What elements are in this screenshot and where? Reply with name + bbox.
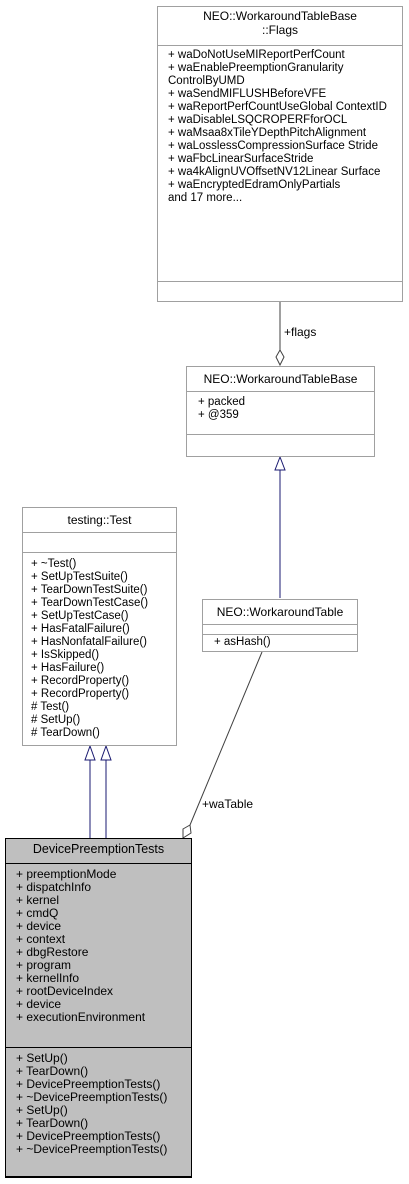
class-methods-workaround-table: + asHash() (203, 635, 357, 651)
method-item: + IsSkipped() (31, 649, 100, 661)
class-title-device-preemption-tests: DevicePreemptionTests (6, 839, 191, 864)
attribute-item: + context (16, 932, 66, 946)
attribute-item: + dispatchInfo (16, 880, 92, 894)
dpt-inheritance-arrow-2 (100, 744, 112, 761)
attribute-item: + waEnablePreemptionGranularity ControlB… (168, 62, 344, 87)
class-attributes-flags: + waDoNotUseMIReportPerfCount + waEnable… (158, 46, 402, 282)
class-title-line: ::Flags (261, 23, 298, 37)
attribute-item: + cmdQ (16, 906, 59, 920)
attribute-item: + device (16, 997, 62, 1011)
class-title-workaround-table-base: NEO::WorkaroundTableBase (187, 367, 374, 392)
attribute-item: + waSendMIFLUSHBeforeVFE (168, 88, 327, 100)
method-item: + HasNonfatalFailure() (31, 636, 148, 648)
attribute-item: + kernelInfo (16, 971, 80, 985)
flags-edge-label: +flags (284, 325, 317, 339)
dpt-inheritance-arrow-1 (84, 744, 96, 761)
watable-edge-label: +waTable (202, 797, 254, 811)
method-item: + TearDownTestCase() (31, 597, 149, 609)
method-item: # SetUp() (31, 714, 81, 726)
class-title-testing-test: testing::Test (23, 508, 176, 533)
attribute-item: + device (16, 919, 62, 933)
method-item: + TearDown() (16, 1116, 89, 1130)
attribute-item: + wa4kAlignUVOffsetNV12Linear Surface (168, 166, 381, 178)
method-item: + SetUpTestSuite() (31, 571, 128, 583)
watable-association-line (189, 651, 263, 826)
attribute-item: + waMsaa8xTileYDepthPitchAlignment (168, 127, 367, 139)
class-box-device-preemption-tests[interactable]: DevicePreemptionTests + preemptionMode +… (5, 838, 192, 1178)
class-methods-workaround-table-base (187, 435, 374, 456)
method-item: # Test() (31, 701, 70, 713)
method-item: # TearDown() (31, 727, 100, 739)
method-item: + asHash() (214, 636, 271, 648)
attribute-item: + waEncryptedEdramOnlyPartials (168, 179, 341, 191)
workaround-table-inheritance-arrow (274, 455, 286, 471)
attribute-item: + executionEnvironment (16, 1010, 146, 1024)
class-methods-device-preemption-tests: + SetUp() + TearDown() + DevicePreemptio… (6, 1048, 191, 1177)
attribute-item: + waReportPerfCountUseGlobal ContextID (168, 101, 387, 113)
attribute-item: + packed (198, 396, 245, 408)
class-box-testing-test[interactable]: testing::Test + ~Test() + SetUpTestSuite… (22, 507, 177, 746)
class-box-flags[interactable]: NEO::WorkaroundTableBase ::Flags + waDoN… (157, 6, 403, 302)
method-item: + SetUp() (16, 1103, 68, 1117)
attribute-item: + preemptionMode (16, 867, 117, 881)
class-attributes-device-preemption-tests: + preemptionMode + dispatchInfo + kernel… (6, 864, 191, 1048)
method-item: + SetUp() (16, 1051, 68, 1065)
attribute-item: + waDisableLSQCROPERFforOCL (168, 114, 348, 126)
method-item: + HasFatalFailure() (31, 623, 130, 635)
flags-aggregation-diamond (275, 348, 285, 367)
class-methods-flags (158, 282, 402, 304)
attribute-item: + dbgRestore (16, 945, 89, 959)
method-item: + TearDown() (16, 1064, 89, 1078)
method-item: + HasFailure() (31, 662, 105, 674)
method-item: + SetUpTestCase() (31, 610, 129, 622)
method-item: + DevicePreemptionTests() (16, 1129, 161, 1143)
class-attributes-workaround-table (203, 625, 357, 635)
method-item: + ~Test() (31, 558, 77, 570)
class-title-workaround-table: NEO::WorkaroundTable (203, 600, 357, 625)
class-methods-testing-test: + ~Test() + SetUpTestSuite() + TearDownT… (23, 553, 176, 745)
class-attributes-testing-test (23, 533, 176, 553)
class-box-workaround-table[interactable]: NEO::WorkaroundTable + asHash() (202, 599, 358, 652)
class-title-line: NEO::WorkaroundTableBase (203, 9, 357, 23)
attribute-item: + waDoNotUseMIReportPerfCount (168, 49, 345, 61)
method-item: + ~DevicePreemptionTests() (16, 1090, 168, 1104)
attribute-item: + kernel (16, 893, 60, 907)
attribute-item: + waFbcLinearSurfaceStride (168, 153, 314, 165)
watable-aggregation-diamond (182, 824, 192, 839)
class-attributes-workaround-table-base: + packed + @359 (187, 392, 374, 435)
method-item: + TearDownTestSuite() (31, 584, 148, 596)
method-item: + RecordProperty() (31, 688, 130, 700)
attribute-item: + @359 (198, 409, 239, 421)
method-item: + DevicePreemptionTests() (16, 1077, 161, 1091)
attribute-item: + rootDeviceIndex (16, 984, 114, 998)
attribute-item: + waLosslessCompressionSurface Stride (168, 140, 378, 152)
method-item: + ~DevicePreemptionTests() (16, 1142, 168, 1156)
method-item: + RecordProperty() (31, 675, 130, 687)
attribute-item: + program (16, 958, 72, 972)
class-box-workaround-table-base[interactable]: NEO::WorkaroundTableBase + packed + @359 (186, 366, 375, 457)
class-title-flags: NEO::WorkaroundTableBase ::Flags (158, 7, 402, 46)
attribute-item: and 17 more... (168, 192, 243, 204)
